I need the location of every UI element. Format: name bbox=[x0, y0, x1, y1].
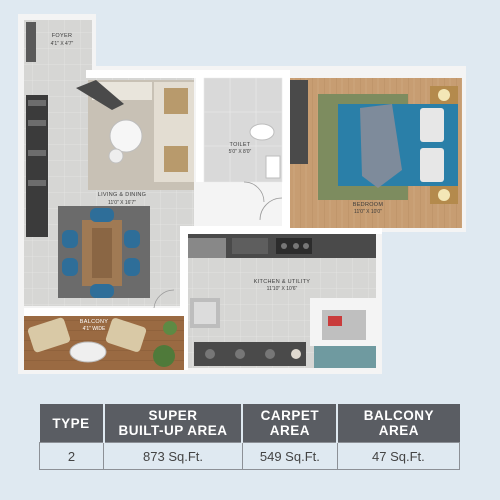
interior-walls bbox=[24, 70, 382, 370]
basin bbox=[265, 155, 281, 179]
balcony-room: BALCONY 4'1" WIDE bbox=[24, 316, 184, 370]
bedroom-dim: 11'0" X 10'0" bbox=[354, 209, 382, 215]
coffee-table bbox=[109, 119, 143, 153]
kitchen-label: KITCHEN & UTILITY bbox=[254, 279, 310, 285]
balcony-label: BALCONY bbox=[80, 319, 108, 325]
plant bbox=[153, 345, 175, 367]
balcony-chair-right bbox=[105, 318, 147, 352]
balcony-dim: 4'1" WIDE bbox=[83, 326, 106, 332]
balcony-chair-left bbox=[27, 317, 71, 353]
tv-unit bbox=[26, 95, 48, 237]
cell-carpet: 549 Sq.Ft. bbox=[241, 442, 338, 470]
bedroom-room: BEDROOM 11'0" X 10'0" bbox=[290, 78, 462, 228]
foyer-dim: 4'1" X 4'7" bbox=[51, 41, 74, 47]
living-dining-room: LIVING & DINING 11'0" X 16'7" bbox=[24, 76, 194, 306]
lounge-chair bbox=[76, 80, 124, 110]
cell-balcony: 47 Sq.Ft. bbox=[336, 442, 461, 470]
cell-type: 2 bbox=[38, 442, 105, 470]
doors bbox=[153, 181, 283, 309]
header-type: TYPE bbox=[39, 404, 105, 443]
living-label: LIVING & DINING bbox=[98, 192, 147, 198]
throw bbox=[360, 104, 402, 188]
wc bbox=[249, 123, 275, 141]
toilet-room: TOILET 5'0" X 8'0" bbox=[203, 77, 283, 183]
cell-super-built-up: 873 Sq.Ft. bbox=[103, 442, 243, 470]
floor-plan: FOYER 4'1" X 4'7" LIVING & DINING 11'0" … bbox=[18, 14, 466, 374]
kitchen-room: KITCHEN & UTILITY 11'10" X 10'6" bbox=[188, 234, 376, 368]
living-dim: 11'0" X 16'7" bbox=[108, 200, 136, 206]
area-table-row: 2 873 Sq.Ft. 549 Sq.Ft. 47 Sq.Ft. bbox=[38, 442, 461, 470]
toilet-label: TOILET bbox=[230, 142, 251, 148]
foyer-label: FOYER bbox=[52, 33, 72, 39]
toilet-dim: 5'0" X 8'0" bbox=[229, 149, 252, 155]
bedroom-label: BEDROOM bbox=[353, 202, 384, 208]
balcony-table bbox=[69, 341, 107, 363]
foyer-room: FOYER 4'1" X 4'7" bbox=[24, 20, 92, 76]
wardrobe bbox=[290, 80, 308, 164]
kitchen-dim: 11'10" X 10'6" bbox=[267, 286, 298, 292]
